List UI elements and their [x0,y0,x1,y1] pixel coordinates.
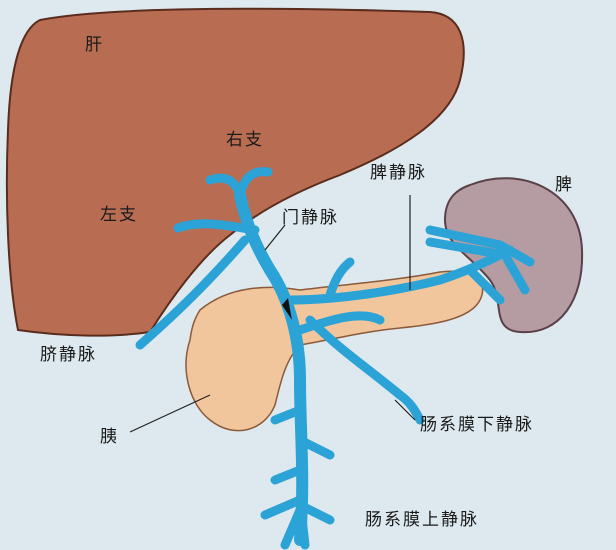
label-pancreas: 胰 [100,427,119,447]
label-splenic-vein: 脾静脉 [370,163,427,183]
label-superior-mesenteric-vein: 肠系膜上静脉 [365,510,479,530]
label-left-branch: 左支 [100,205,138,225]
label-right-branch: 右支 [226,130,264,150]
leader-lines [129,195,416,433]
label-umbilical-vein: 脐静脉 [40,345,97,365]
label-spleen: 脾 [555,175,574,195]
vein-network [135,167,535,550]
label-portal-vein: 门静脉 [282,208,339,228]
label-inferior-mesenteric-vein: 肠系膜下静脉 [420,415,534,435]
label-liver: 肝 [85,35,104,55]
flow-arrow [282,298,292,320]
